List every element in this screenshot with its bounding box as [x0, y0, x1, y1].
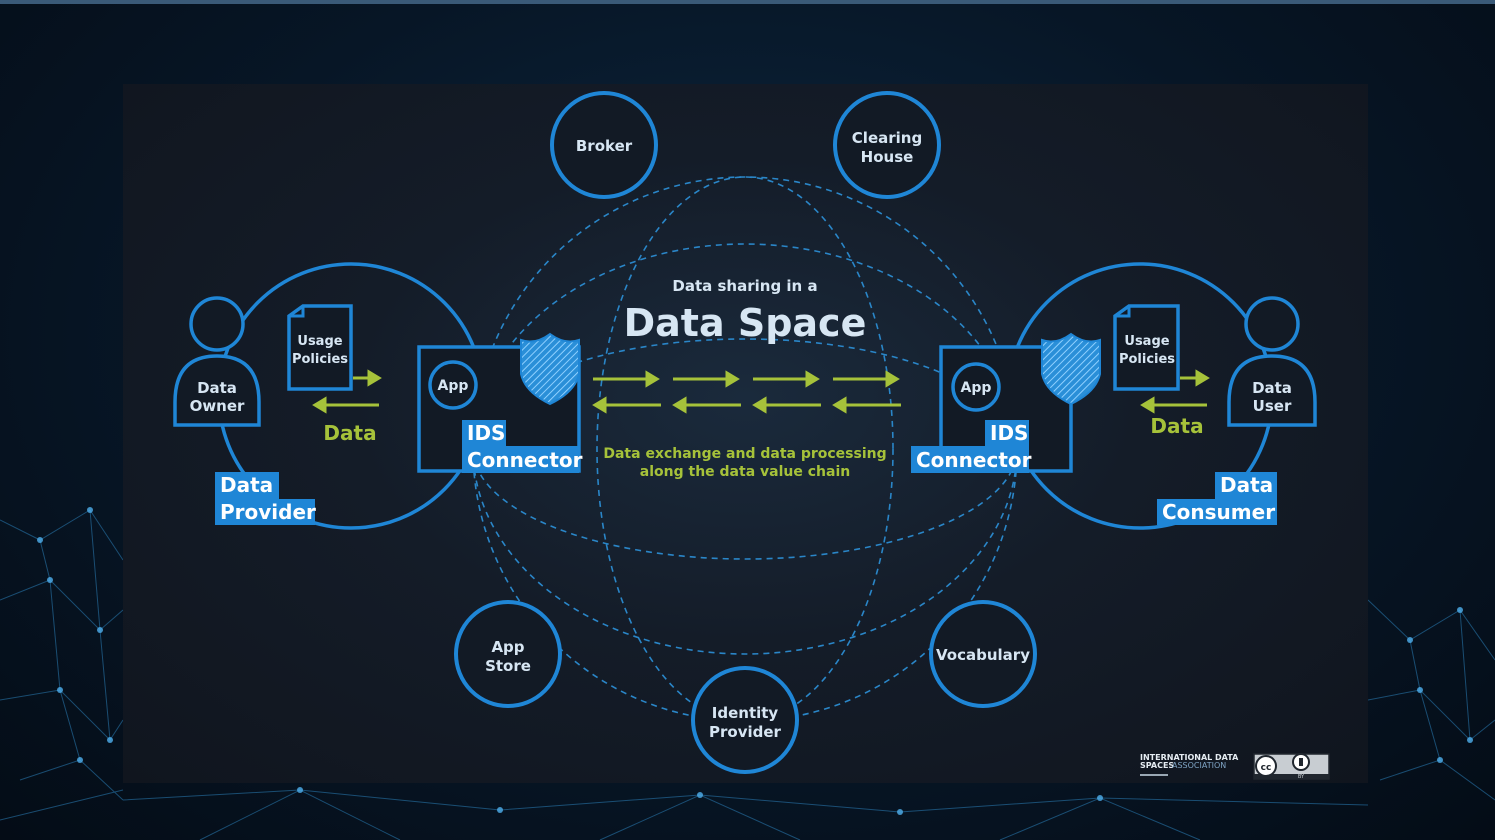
consumer-role-label-1: Data	[1220, 473, 1273, 497]
top-border	[0, 0, 1495, 4]
consumer-connector-label-2: Connector	[916, 448, 1032, 472]
svg-text:BY: BY	[1298, 774, 1305, 780]
svg-text:Policies: Policies	[1119, 352, 1175, 367]
consumer-app-icon: App	[951, 362, 1001, 412]
data-space-diagram: Broker Clearing House App Store Identity…	[123, 84, 1368, 783]
svg-text:Usage: Usage	[297, 334, 342, 349]
data-user-icon: Data User	[1227, 296, 1317, 427]
consumer-usage-policies-document-icon: Usage Policies	[1113, 304, 1180, 391]
svg-text:Vocabulary: Vocabulary	[936, 646, 1030, 664]
svg-text:ASSOCIATION: ASSOCIATION	[1172, 761, 1226, 770]
diagram-subtitle: Data sharing in a	[672, 277, 817, 295]
consumer-shield-icon	[1041, 332, 1101, 406]
cc-by-license-icon: cc BY	[1253, 753, 1330, 780]
svg-text:Identity: Identity	[712, 704, 779, 722]
vocabulary-node[interactable]: Vocabulary	[929, 600, 1037, 708]
svg-text:INTERNATIONAL DATA: INTERNATIONAL DATA	[1140, 753, 1239, 762]
svg-text:App: App	[438, 378, 469, 394]
svg-text:Usage: Usage	[1124, 334, 1169, 349]
consumer-connector-label-1: IDS	[990, 421, 1028, 445]
exchange-caption-line2: along the data value chain	[640, 464, 850, 480]
identity-provider-node[interactable]: Identity Provider	[691, 666, 799, 774]
svg-text:Provider: Provider	[709, 723, 782, 741]
provider-app-icon: App	[428, 360, 478, 410]
data-consumer-group: App IDS Connector Usage Policies Data Da…	[911, 262, 1317, 530]
usage-policies-document-icon: Usage Policies	[287, 304, 353, 391]
provider-role-label-1: Data	[220, 473, 273, 497]
svg-text:SPACES: SPACES	[1140, 761, 1174, 770]
consumer-data-label: Data	[1150, 414, 1203, 438]
provider-data-label: Data	[323, 421, 376, 445]
svg-text:Store: Store	[485, 657, 531, 675]
diagram-title: Data Space	[624, 301, 867, 345]
svg-text:Data: Data	[1252, 379, 1292, 397]
exchange-caption-line1: Data exchange and data processing	[603, 446, 886, 462]
clearing-house-node[interactable]: Clearing House	[833, 91, 941, 199]
consumer-role-label-2: Consumer	[1162, 500, 1275, 524]
provider-role-label-2: Provider	[220, 500, 316, 524]
provider-connector-label-1: IDS	[467, 421, 505, 445]
svg-text:App: App	[961, 380, 992, 396]
svg-text:House: House	[861, 148, 914, 166]
data-provider-group: Data Owner Usage Policies Data App IDS C…	[173, 262, 583, 530]
provider-connector-label-2: Connector	[467, 448, 583, 472]
svg-text:Policies: Policies	[292, 352, 348, 367]
svg-text:Owner: Owner	[190, 397, 245, 415]
svg-text:Data: Data	[197, 379, 237, 397]
svg-text:App: App	[491, 638, 524, 656]
app-store-node[interactable]: App Store	[454, 600, 562, 708]
data-owner-icon: Data Owner	[173, 296, 261, 427]
svg-text:cc: cc	[1261, 763, 1272, 773]
svg-text:User: User	[1253, 397, 1292, 415]
svg-text:Clearing: Clearing	[852, 129, 922, 147]
svg-text:Broker: Broker	[576, 137, 633, 155]
provider-shield-icon	[520, 332, 580, 406]
data-exchange-arrows	[592, 370, 901, 414]
idsa-logo: INTERNATIONAL DATA SPACES ASSOCIATION	[1140, 753, 1239, 776]
broker-node[interactable]: Broker	[550, 91, 658, 199]
